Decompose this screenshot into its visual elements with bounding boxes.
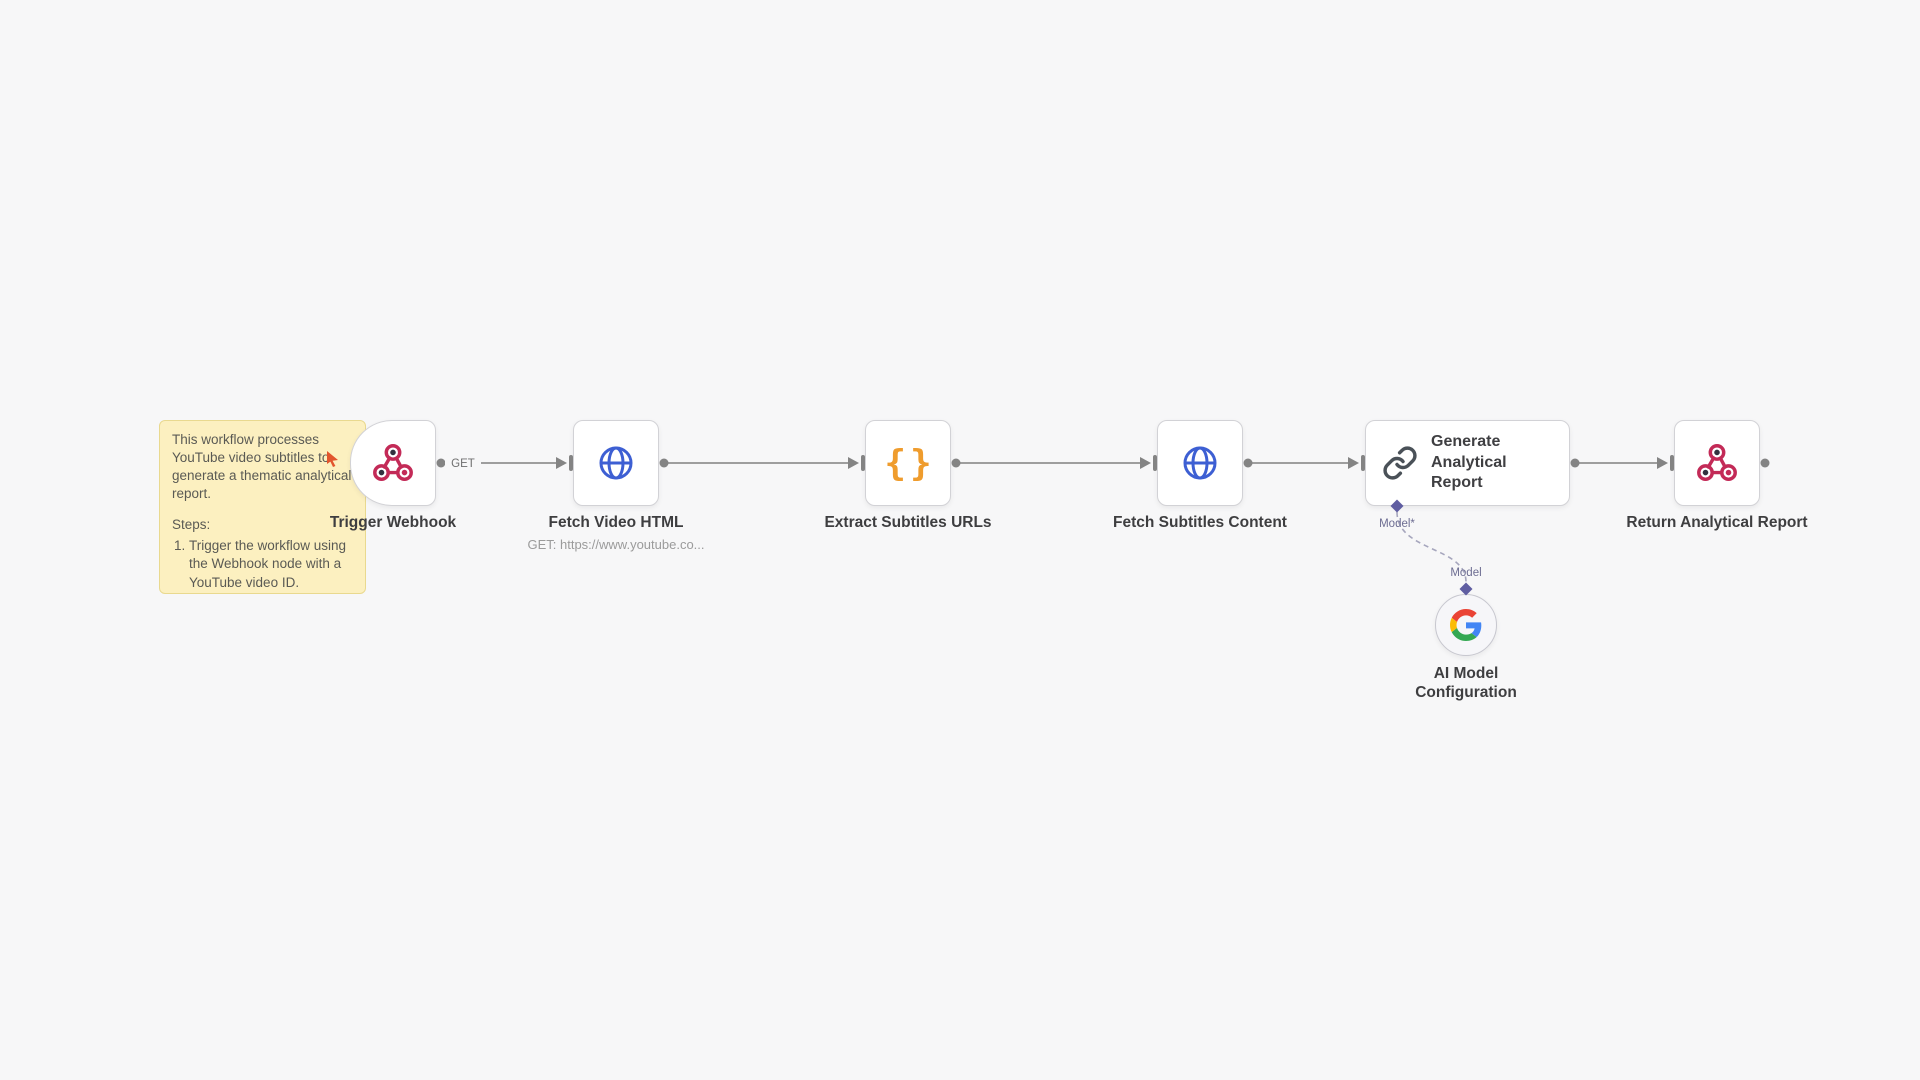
output-endpoint[interactable]: [1570, 458, 1580, 468]
node-fetch-subtitles-content[interactable]: [1157, 420, 1243, 506]
node-subtitle-fetch-video-html: GET: https://www.youtube.co...: [527, 537, 705, 552]
sticky-intro: This workflow processes YouTube video su…: [172, 432, 352, 502]
arrowhead-icon: [848, 457, 859, 469]
node-label-extract-subtitles-urls: Extract Subtitles URLs: [824, 514, 992, 531]
node-trigger-webhook[interactable]: [350, 420, 436, 506]
code-braces-icon: {}: [884, 442, 936, 484]
node-label-ai-model-configuration: AI Model Configuration: [1415, 665, 1517, 702]
arrowhead-icon: [1657, 457, 1668, 469]
node-extract-subtitles-urls[interactable]: {}: [865, 420, 951, 506]
output-endpoint[interactable]: [436, 458, 446, 468]
output-endpoint[interactable]: [1760, 458, 1770, 468]
pointer-cursor-icon: [327, 451, 338, 467]
node-label-fetch-video-html: Fetch Video HTML: [548, 514, 684, 531]
arrowhead-icon: [1140, 457, 1151, 469]
node-fetch-video-html[interactable]: [573, 420, 659, 506]
chain-link-icon: [1383, 446, 1417, 480]
google-logo-icon: [1450, 609, 1482, 641]
model-connection-line: [1396, 511, 1467, 583]
node-label-trigger-webhook: Trigger Webhook: [329, 514, 457, 531]
connection-label-get: GET: [451, 458, 475, 470]
output-endpoint[interactable]: [659, 458, 669, 468]
node-return-analytical-report[interactable]: [1674, 420, 1760, 506]
webhook-icon: [373, 444, 413, 482]
model-link-label: Model: [1450, 567, 1481, 579]
node-label-return-analytical-report: Return Analytical Report: [1626, 514, 1808, 531]
arrowhead-icon: [1348, 457, 1359, 469]
node-label-generate-analytical-report: Generate Analytical Report: [1431, 433, 1507, 492]
globe-icon: [1183, 446, 1217, 480]
node-ai-model-configuration[interactable]: [1435, 594, 1497, 656]
sticky-steps-heading: Steps:: [172, 517, 211, 533]
globe-icon: [599, 446, 633, 480]
arrowhead-icon: [556, 457, 567, 469]
model-input-label: Model*: [1379, 518, 1415, 530]
connection-label-bg: [445, 454, 481, 472]
sticky-step-1: Trigger the workflow using the Webhook n…: [189, 537, 355, 591]
webhook-icon: [1697, 444, 1737, 482]
output-endpoint[interactable]: [951, 458, 961, 468]
sticky-steps-list: Trigger the workflow using the Webhook n…: [172, 537, 355, 593]
sticky-note[interactable]: This workflow processes YouTube video su…: [159, 420, 366, 594]
output-endpoint[interactable]: [1243, 458, 1253, 468]
node-generate-analytical-report[interactable]: Generate Analytical Report: [1365, 420, 1570, 506]
node-label-fetch-subtitles-content: Fetch Subtitles Content: [1113, 514, 1287, 531]
